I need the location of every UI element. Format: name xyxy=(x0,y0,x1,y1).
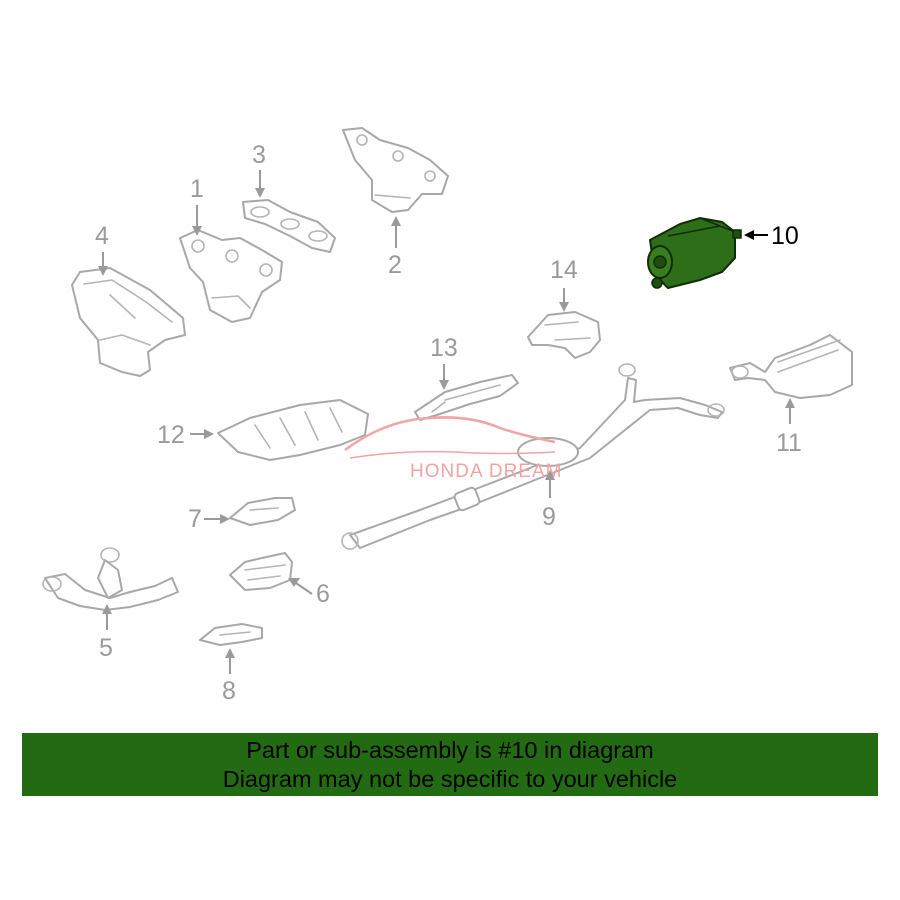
part-7-bracket[interactable] xyxy=(229,497,296,526)
callout-13-label: 13 xyxy=(430,334,458,362)
callout-4: 4 xyxy=(95,222,109,276)
callout-3: 3 xyxy=(252,141,266,198)
part-11-muffler[interactable] xyxy=(729,334,853,399)
callout-12: 12 xyxy=(157,421,214,449)
part-12-heat-shield[interactable] xyxy=(217,399,369,461)
watermark: HONDA DREAM xyxy=(344,416,562,482)
callout-10-label: 10 xyxy=(771,222,799,250)
part-2-manifold-converter[interactable] xyxy=(342,127,449,213)
callout-4-label: 4 xyxy=(95,222,109,250)
part-10-highlighted[interactable] xyxy=(647,216,742,290)
callout-6: 6 xyxy=(288,578,330,608)
callout-14: 14 xyxy=(550,256,578,312)
callout-13: 13 xyxy=(430,334,458,390)
callout-9: 9 xyxy=(542,470,556,531)
part-9-center-pipe[interactable] xyxy=(341,363,725,550)
callout-10: 10 xyxy=(744,222,799,250)
callout-1: 1 xyxy=(190,175,204,236)
part-6-converter[interactable] xyxy=(229,552,293,591)
banner-line-1: Part or sub-assembly is #10 in diagram xyxy=(246,736,654,763)
part-8-heat-shield[interactable] xyxy=(199,623,263,646)
part-13-heat-shield[interactable] xyxy=(414,374,519,421)
callout-5-label: 5 xyxy=(99,634,113,662)
banner-line-2: Diagram may not be specific to your vehi… xyxy=(222,765,678,792)
watermark-text: HONDA DREAM xyxy=(410,461,562,482)
callout-7: 7 xyxy=(188,505,230,533)
callout-12-label: 12 xyxy=(157,421,185,449)
callout-2: 2 xyxy=(388,216,402,279)
part-14-heat-shield[interactable] xyxy=(527,311,601,359)
callout-1-label: 1 xyxy=(190,175,204,203)
callout-8: 8 xyxy=(222,648,236,705)
callout-5: 5 xyxy=(99,604,113,662)
callout-11-label: 11 xyxy=(776,429,802,457)
callout-14-label: 14 xyxy=(550,256,578,284)
callout-3-label: 3 xyxy=(252,141,266,169)
callout-7-label: 7 xyxy=(188,505,202,533)
callout-2-label: 2 xyxy=(388,251,402,279)
callout-8-label: 8 xyxy=(222,677,236,705)
info-banner: Part or sub-assembly is #10 in diagram D… xyxy=(22,733,878,796)
callout-6-label: 6 xyxy=(316,580,330,608)
callout-9-label: 9 xyxy=(542,503,556,531)
part-1-exhaust-manifold[interactable] xyxy=(179,229,283,323)
callout-11: 11 xyxy=(776,398,802,457)
part-4-heat-shield[interactable] xyxy=(71,267,186,377)
part-5-front-pipe[interactable] xyxy=(42,547,179,611)
part-3-gasket[interactable] xyxy=(242,199,336,253)
